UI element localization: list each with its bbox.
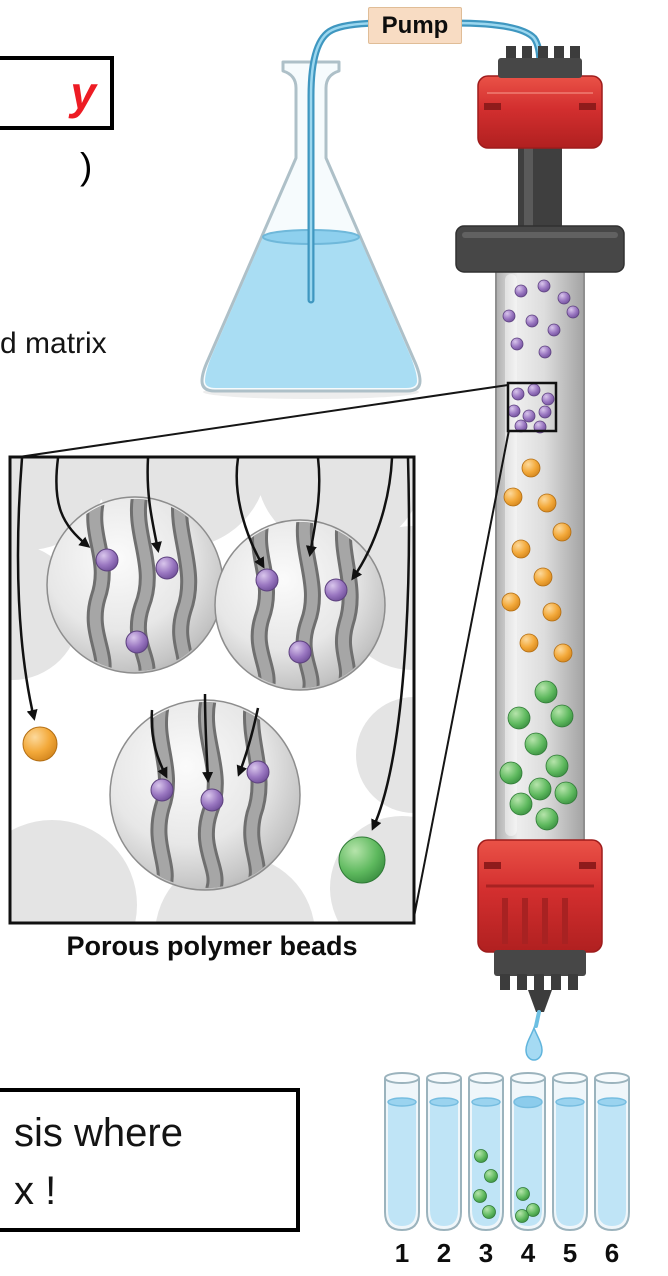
porous-beads-inset — [8, 455, 416, 925]
pump-label: Pump — [368, 7, 462, 44]
zoom-connector-lines — [11, 384, 510, 923]
collection-tubes — [384, 1072, 630, 1232]
flask-liquid — [205, 237, 417, 388]
purple-beads-zone — [502, 279, 580, 434]
title-text-fragment: y — [70, 67, 96, 119]
medium-molecule-orange — [22, 726, 58, 762]
outlet-nozzle — [528, 990, 552, 1012]
matrix-text-fragment: d matrix — [0, 327, 107, 360]
note-box-fragment: sis where x ! — [0, 1088, 300, 1232]
tube-number-4: 4 — [520, 1238, 536, 1268]
bead-channels — [250, 522, 359, 688]
tube-number-row: 1 2 3 4 5 6 — [381, 1238, 633, 1269]
tube-number-2: 2 — [436, 1238, 452, 1268]
chromatography-column — [455, 46, 625, 1028]
title-box-fragment: y — [0, 56, 114, 130]
large-molecule-green — [338, 836, 386, 884]
small-molecules-purple — [95, 548, 348, 812]
note-line-1: sis where — [14, 1111, 183, 1155]
bead-channels — [150, 702, 268, 888]
tube-number-5: 5 — [562, 1238, 578, 1268]
collection-tube-2 — [426, 1072, 462, 1232]
inset-caption: Porous polymer beads — [66, 931, 358, 961]
paren-text-fragment: ) — [80, 146, 93, 187]
note-line-2: x ! — [14, 1169, 57, 1213]
orange-beads-zone — [501, 458, 573, 663]
tube-number-3: 3 — [478, 1238, 494, 1268]
falling-drop — [525, 1025, 543, 1061]
bead-channels — [86, 499, 198, 671]
collection-tube-6 — [594, 1072, 630, 1232]
column-top-cap — [477, 75, 603, 149]
column-top-fitting — [498, 46, 582, 78]
tube-number-1: 1 — [394, 1238, 410, 1268]
collection-tube-4 — [510, 1072, 546, 1232]
green-beads-zone — [499, 680, 578, 831]
collection-tube-3 — [468, 1072, 504, 1232]
collection-tube-5 — [552, 1072, 588, 1232]
column-bottom-fitting — [494, 950, 586, 1028]
collection-tube-1 — [384, 1072, 420, 1232]
flow-arrows — [16, 457, 411, 831]
tube-number-6: 6 — [604, 1238, 620, 1268]
column-bottom-cap — [477, 839, 603, 953]
inset-border — [8, 455, 416, 925]
zoom-region-square — [506, 381, 558, 433]
